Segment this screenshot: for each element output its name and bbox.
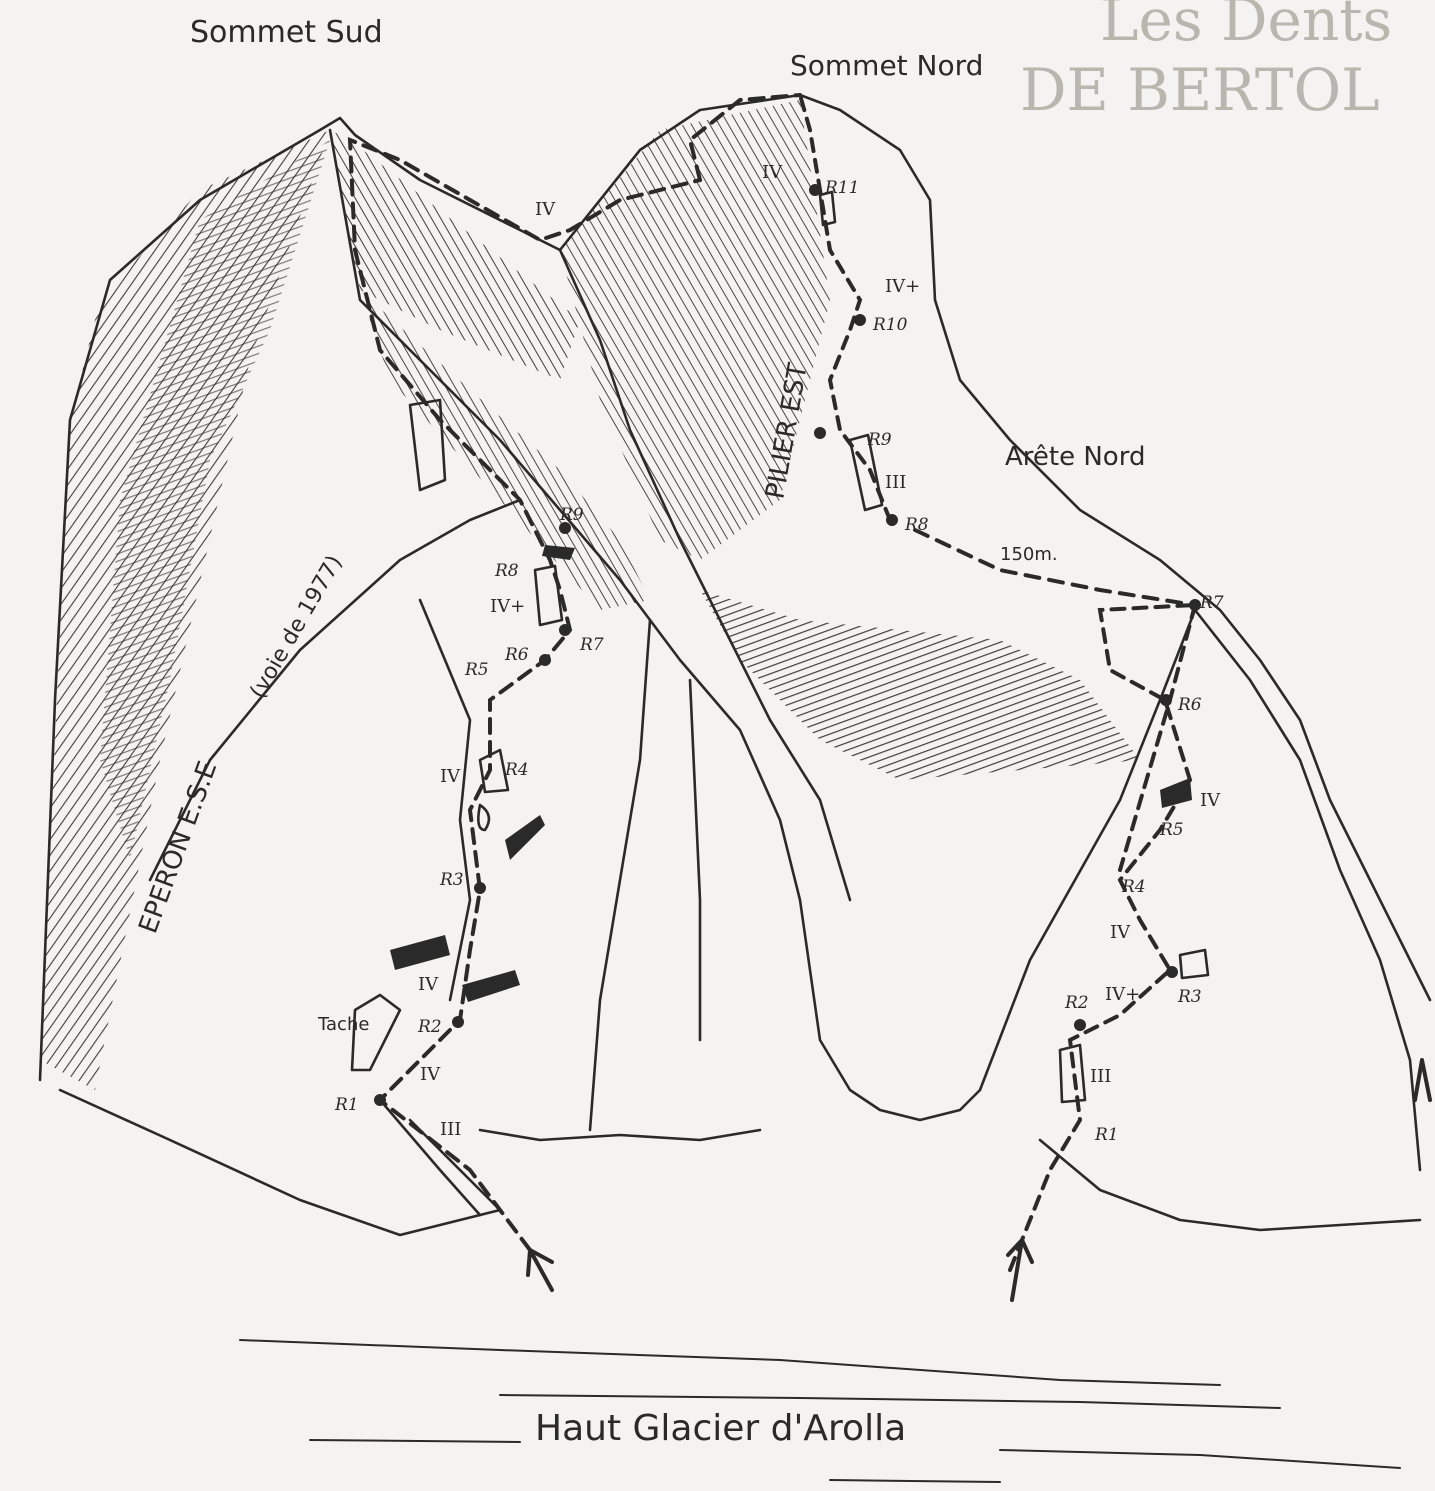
relay-left-8: R8 <box>494 561 519 581</box>
relay-right-6: R6 <box>1177 695 1202 715</box>
relay-left-1: R1 <box>334 1095 359 1115</box>
hatched-faces <box>40 100 1140 1090</box>
grade-pillar-3: IV <box>762 162 783 183</box>
start-arrows <box>528 1060 1430 1300</box>
grade-right-2: IV+ <box>1105 984 1140 1005</box>
label-tache: Tache <box>317 1014 369 1035</box>
relay-left-5: R5 <box>464 660 489 680</box>
relay-right-1: R1 <box>1094 1125 1119 1145</box>
relay-pillar-11: R11 <box>824 178 859 198</box>
relay-pillar-9: R9 <box>867 430 892 450</box>
label-voie-1977: (voie de 1977) <box>246 551 348 703</box>
relay-right-3: R3 <box>1177 987 1202 1007</box>
grade-pillar-1: III <box>885 472 906 493</box>
relay-left-3: R3 <box>439 870 464 890</box>
grade-left-3: IV <box>418 974 439 995</box>
relay-left-4: R4 <box>504 760 529 780</box>
bleed-through: Les Dents DE BERTOL <box>1020 0 1392 124</box>
relay-right-5: R5 <box>1159 820 1184 840</box>
relay-right-2: R2 <box>1064 993 1089 1013</box>
grade-left-5: IV+ <box>490 596 525 617</box>
grade-pillar-2: IV+ <box>885 276 920 297</box>
relay-pillar-8: R8 <box>904 515 929 535</box>
relay-right-7: R7 <box>1199 593 1224 613</box>
relay-right-4: R4 <box>1121 877 1146 897</box>
grade-right-4: IV <box>1200 790 1221 811</box>
label-arete-nord: Arête Nord <box>1005 442 1145 472</box>
relay-left-7: R7 <box>579 635 604 655</box>
label-sommet-nord: Sommet Nord <box>790 49 983 82</box>
label-sommet-sud: Sommet Sud <box>190 15 383 50</box>
bleed-title-1: Les Dents <box>1100 0 1392 54</box>
relay-left-2: R2 <box>417 1017 442 1037</box>
relay-pillar-10: R10 <box>872 315 908 335</box>
grade-right-3: IV <box>1110 922 1131 943</box>
bleed-title-2: DE BERTOL <box>1020 56 1380 124</box>
right-route-relays: R1 R2 R3 R4 R5 R6 R7 <box>1064 593 1224 1145</box>
grade-left-6: IV <box>535 199 556 220</box>
relay-left-6: R6 <box>504 645 529 665</box>
grade-left-2: IV <box>420 1064 441 1085</box>
label-distance: 150m. <box>1000 544 1058 565</box>
relay-left-9: R9 <box>559 505 584 525</box>
label-glacier: Haut Glacier d'Arolla <box>535 1408 906 1449</box>
traverse <box>915 530 1195 605</box>
grade-right-1: III <box>1090 1066 1111 1087</box>
grade-left-4: IV <box>440 766 461 787</box>
grade-left-1: III <box>440 1119 461 1140</box>
